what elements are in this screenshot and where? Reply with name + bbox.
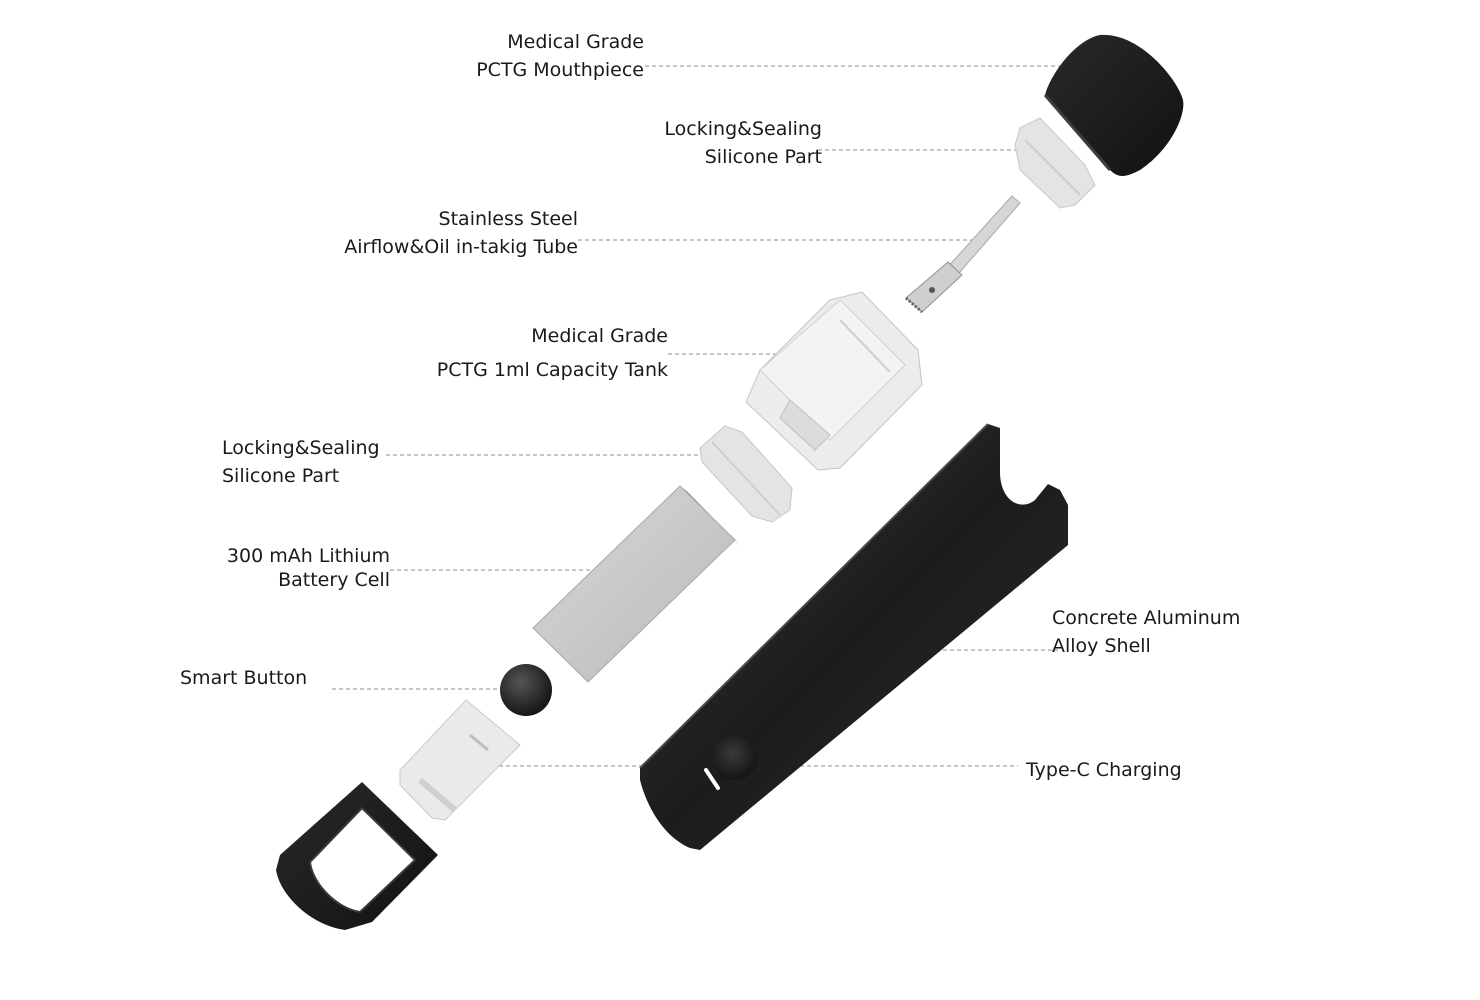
label-shell: Concrete Aluminum Alloy Shell: [1052, 604, 1272, 660]
label-bottom-seal: Locking&Sealing Silicone Part: [222, 434, 422, 490]
label-tube-line2: Airflow&Oil in-takig Tube: [344, 236, 578, 258]
label-bottom-seal-line1: Locking&Sealing: [222, 437, 380, 459]
mouthpiece-part: [1043, 34, 1184, 176]
label-button: Smart Button: [180, 664, 330, 692]
label-top-seal-line2: Silicone Part: [704, 146, 822, 168]
board-part: [399, 699, 521, 821]
label-bottom-seal-line2: Silicone Part: [222, 465, 340, 487]
label-mouthpiece-line1: Medical Grade: [507, 31, 644, 53]
label-tube-line1: Stainless Steel: [438, 208, 578, 230]
label-battery: 300 mAh Lithium Battery Cell: [200, 544, 390, 592]
tank-part: [745, 291, 923, 471]
button-part: [500, 664, 552, 716]
label-battery-line2: Battery Cell: [278, 569, 390, 591]
label-top-seal: Locking&Sealing Silicone Part: [600, 115, 822, 171]
label-button-line1: Smart Button: [180, 667, 308, 689]
shell-part: [639, 423, 1068, 850]
label-shell-line1: Concrete Aluminum: [1052, 607, 1241, 629]
label-charging: Type-C Charging: [1026, 756, 1226, 784]
tube-part: [905, 195, 1021, 314]
top-seal-part: [1014, 117, 1096, 209]
label-tank-line2: PCTG 1ml Capacity Tank: [436, 359, 668, 381]
label-charging-line1: Type-C Charging: [1026, 759, 1182, 781]
label-tube: Stainless Steel Airflow&Oil in-takig Tub…: [300, 205, 578, 261]
label-tank: Medical Grade PCTG 1ml Capacity Tank: [400, 319, 668, 387]
label-mouthpiece-line2: PCTG Mouthpiece: [476, 59, 644, 81]
label-shell-line2: Alloy Shell: [1052, 635, 1151, 657]
leader-lines: [332, 65, 1072, 767]
bottom-cap-part: [276, 782, 438, 930]
label-tank-line1: Medical Grade: [531, 325, 668, 347]
bottom-seal-part: [699, 425, 793, 523]
type-c-port-icon: [713, 736, 757, 780]
label-battery-line1: 300 mAh Lithium: [226, 545, 390, 567]
battery-part: [532, 485, 740, 683]
label-top-seal-line1: Locking&Sealing: [664, 118, 822, 140]
label-mouthpiece: Medical Grade PCTG Mouthpiece: [420, 28, 644, 84]
